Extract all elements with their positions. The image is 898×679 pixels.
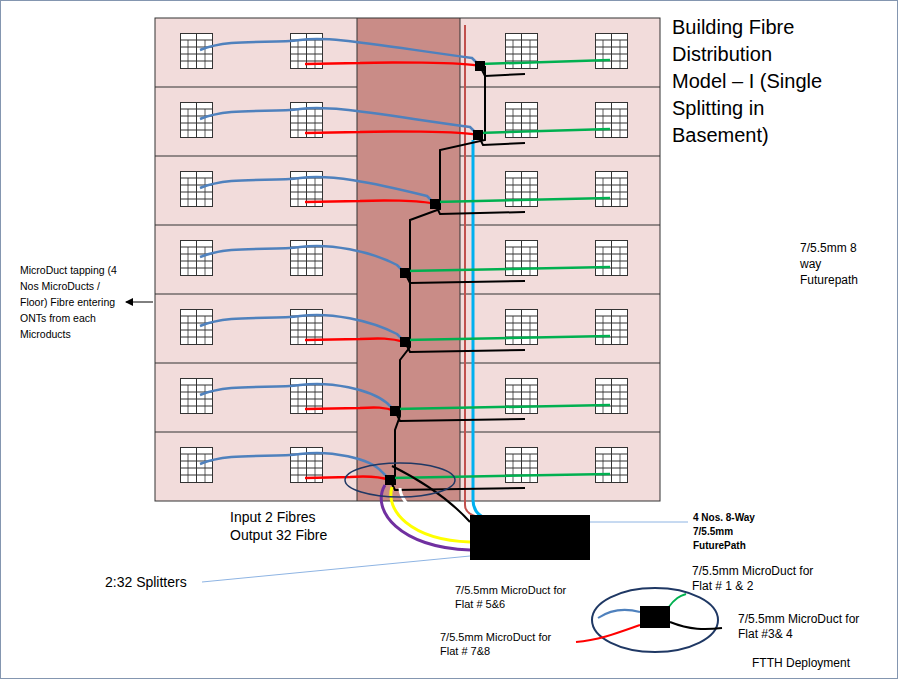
microduct-label: 7/5.5mm MicroDuct for Flat # 1 & 2 (692, 564, 832, 594)
microduct-note: MicroDuct tapping (4 Nos MicroDucts / Fl… (20, 262, 120, 342)
splitter-io-note: Input 2 Fibres Output 32 Fibre (230, 508, 342, 544)
microduct-label: 7/5.5mm MicroDuct for Flat #3& 4 (738, 612, 878, 642)
microduct-label: 7/5.5mm MicroDuct for Flat # 5&6 (455, 583, 577, 611)
microduct-label: 7/5.5mm MicroDuct for Flat # 7&8 (440, 630, 565, 658)
futurepath-label: 4 Nos. 8-Way 7/5.5mm FuturePath (693, 511, 778, 553)
diagram-title: Building Fibre Distribution Model – I (S… (672, 14, 829, 149)
splitter-label: 2:32 Splitters (105, 574, 200, 591)
duct-note: 7/5.5mm 8 way Futurepath (800, 240, 870, 288)
caption-label: FTTH Deployment (752, 656, 872, 671)
